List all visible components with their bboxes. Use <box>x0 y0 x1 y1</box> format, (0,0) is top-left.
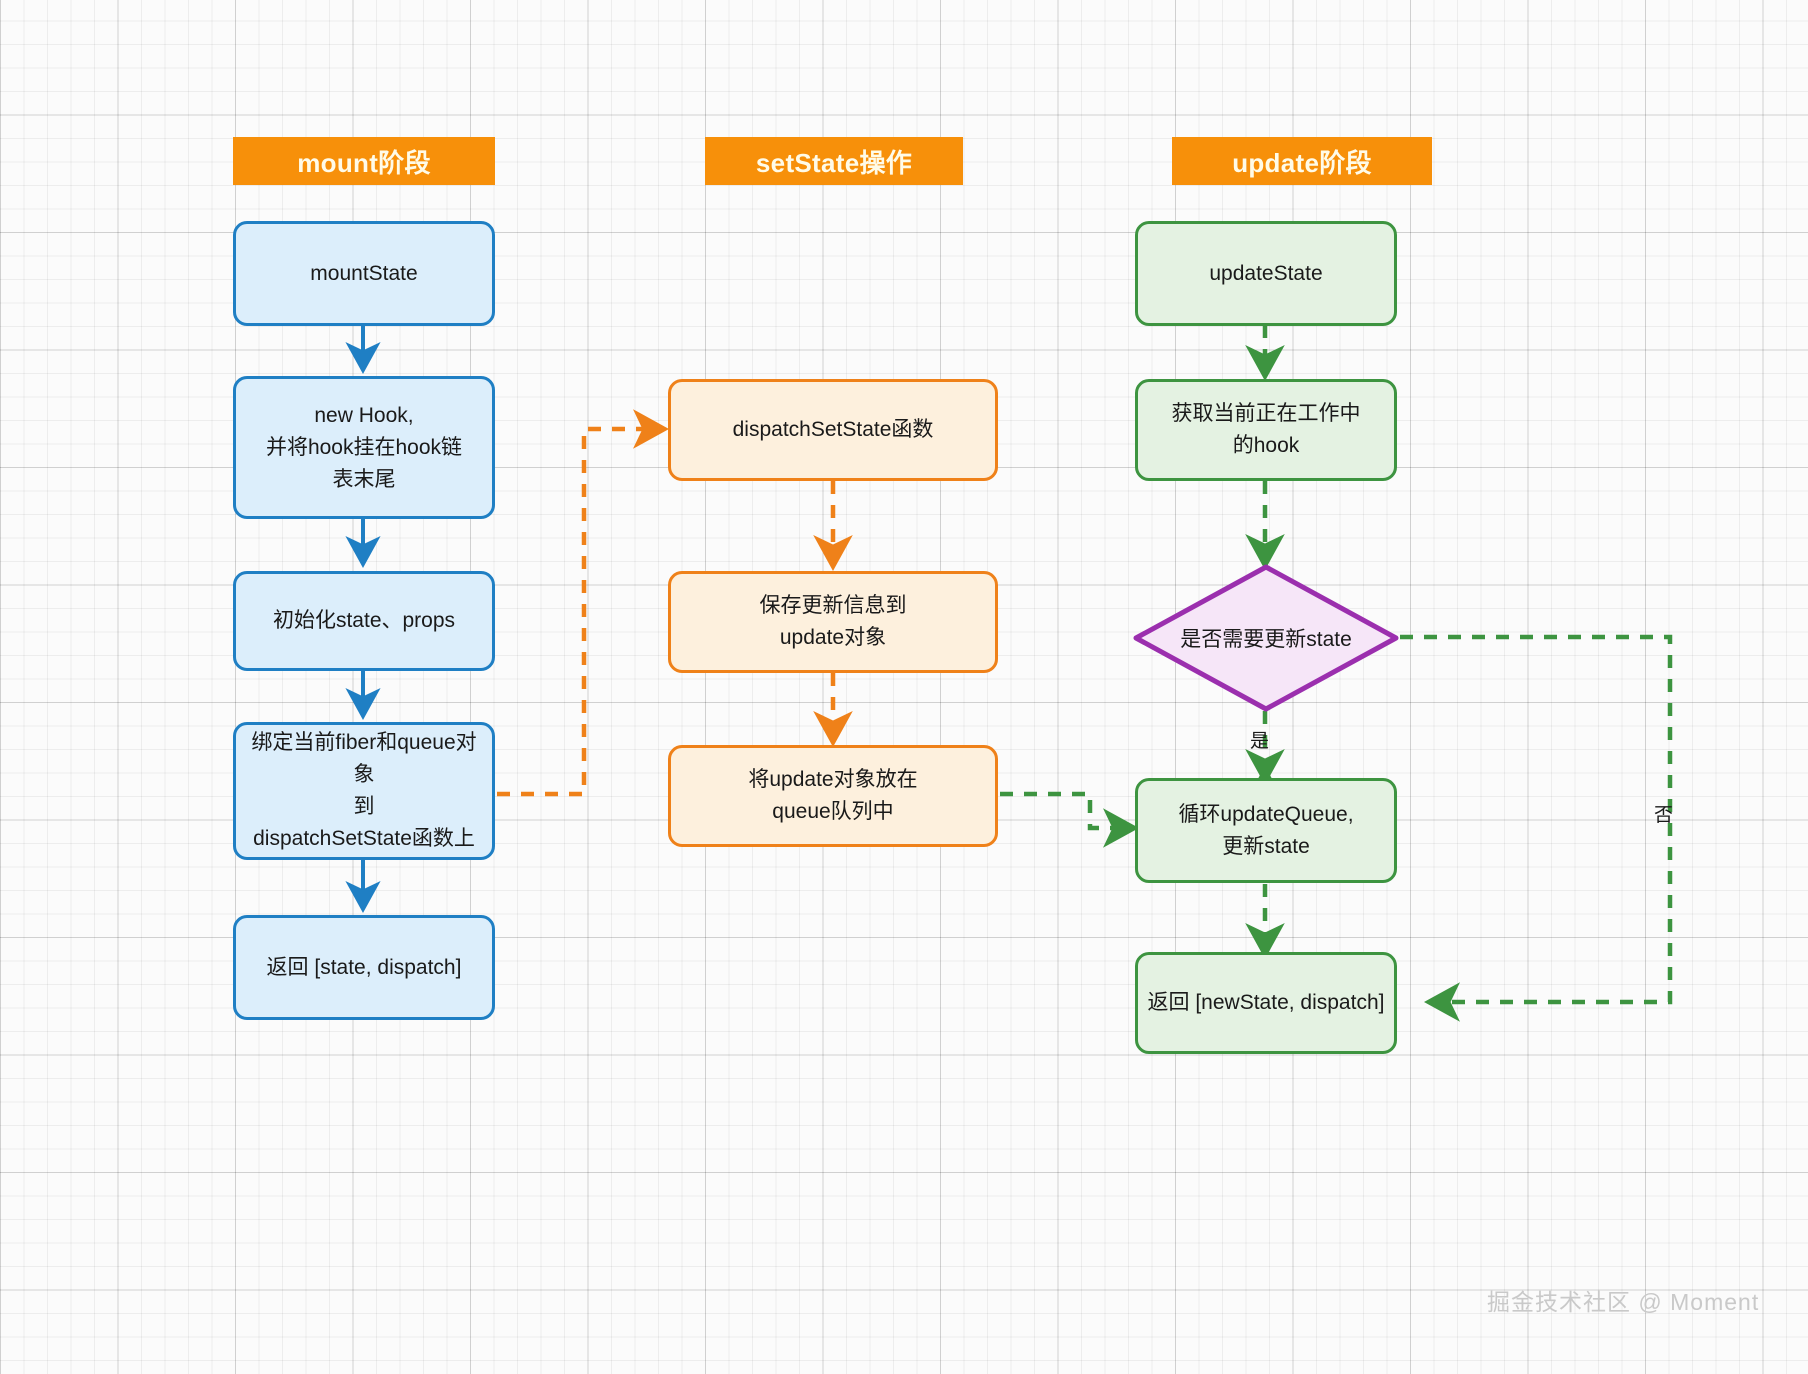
edge-label-yes: 是 <box>1250 731 1270 752</box>
node-loop-update-queue[interactable]: 循环updateQueue, 更新state <box>1135 778 1397 883</box>
decision-label: 是否需要更新state <box>1180 628 1352 651</box>
column-header-mount: mount阶段 <box>233 137 495 185</box>
node-return-state-dispatch[interactable]: 返回 [state, dispatch] <box>233 915 495 1020</box>
node-return-newstate-dispatch[interactable]: 返回 [newState, dispatch] <box>1135 952 1397 1054</box>
node-mount-state[interactable]: mountState <box>233 221 495 326</box>
node-decision-need-update-state[interactable]: 是否需要更新state <box>1132 563 1400 713</box>
node-bind-fiber-queue[interactable]: 绑定当前fiber和queue对象 到 dispatchSetState函数上 <box>233 722 495 860</box>
diamond-shape <box>1133 564 1399 712</box>
node-enqueue-update[interactable]: 将update对象放在 queue队列中 <box>668 745 998 847</box>
column-header-setstate: setState操作 <box>705 137 963 185</box>
node-dispatch-setstate[interactable]: dispatchSetState函数 <box>668 379 998 481</box>
node-get-current-hook[interactable]: 获取当前正在工作中 的hook <box>1135 379 1397 481</box>
node-save-update-info[interactable]: 保存更新信息到 update对象 <box>668 571 998 673</box>
node-update-state[interactable]: updateState <box>1135 221 1397 326</box>
column-header-update: update阶段 <box>1172 137 1432 185</box>
node-new-hook[interactable]: new Hook, 并将hook挂在hook链 表末尾 <box>233 376 495 519</box>
edge-label-no: 否 <box>1654 805 1674 826</box>
node-init-state-props[interactable]: 初始化state、props <box>233 571 495 671</box>
watermark: 掘金技术社区 @ Moment <box>1487 1289 1760 1315</box>
